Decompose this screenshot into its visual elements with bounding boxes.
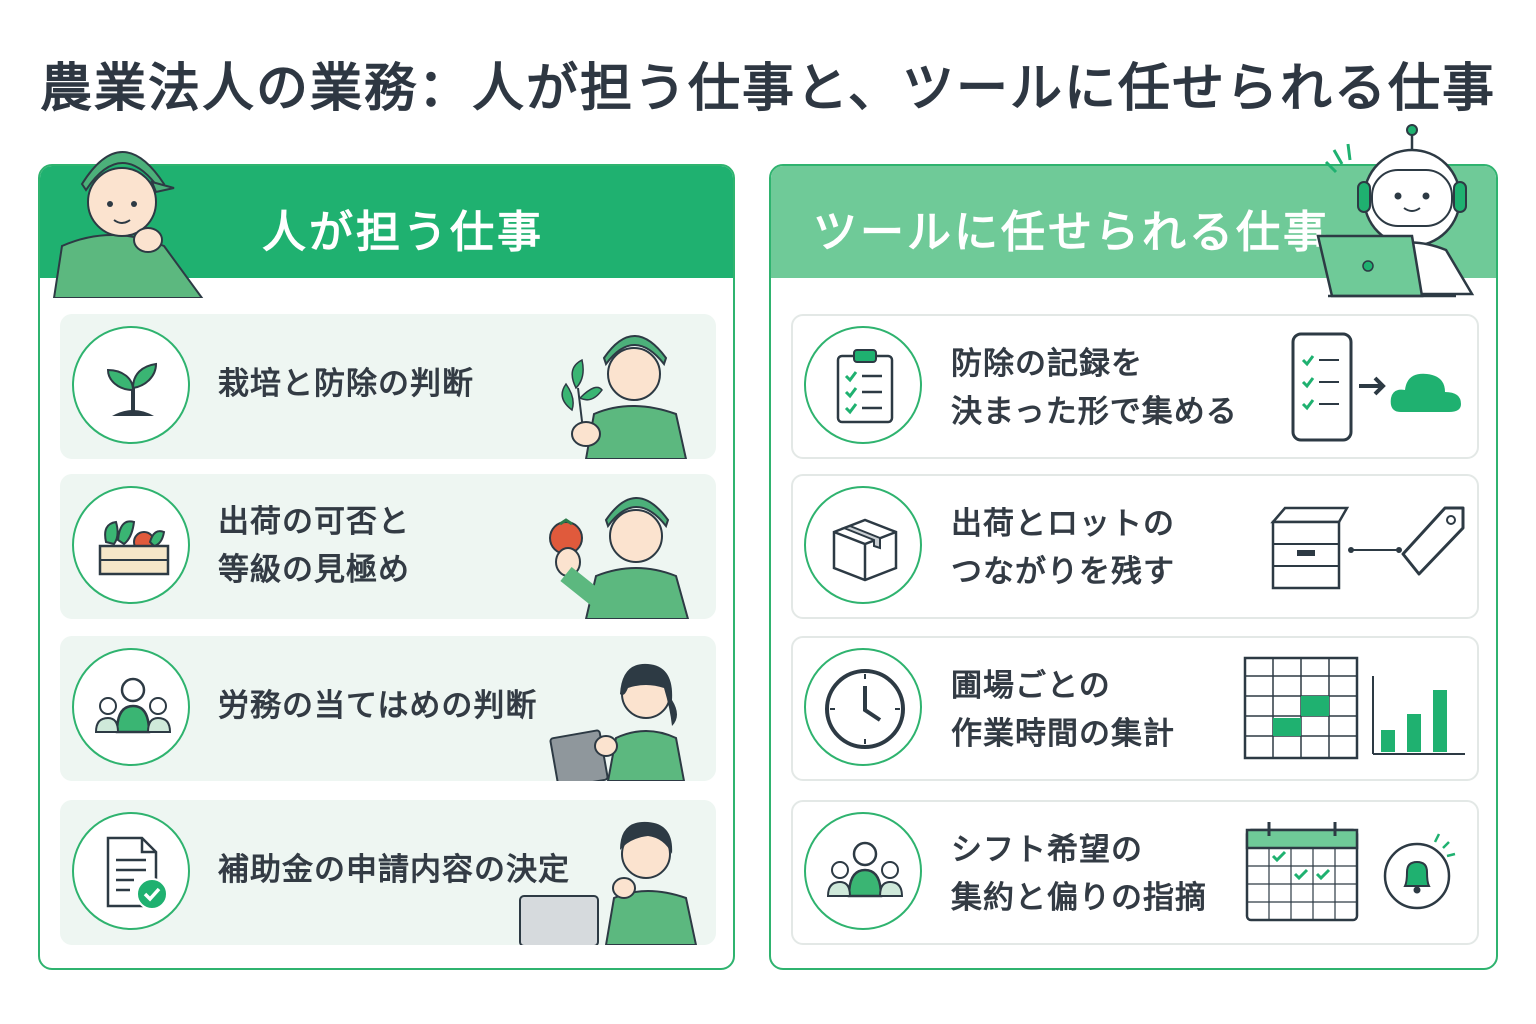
tool-task-2-line-2: つながりを残す: [951, 554, 1175, 590]
worker-with-laptop-illustration: [519, 821, 698, 945]
seedling-icon: [72, 326, 190, 444]
phone-to-cloud-illustration: [1291, 332, 1461, 442]
farmer-with-plant-illustration: [561, 335, 688, 459]
human-task-1-line-1: 栽培と防除の判断: [218, 366, 474, 402]
tool-tasks-panel: ツールに任せられる仕事 防除の記録を 決まった形で集める 出荷とロットの つなが…: [769, 164, 1498, 970]
tool-task-card-4: シフト希望の 集約と偏りの指摘: [791, 800, 1479, 945]
people-group-icon: [804, 812, 922, 930]
tool-panel-heading: ツールに任せられる仕事: [813, 207, 1330, 258]
robot-with-laptop-illustration: [1316, 124, 1475, 298]
cardboard-box-icon: [804, 486, 922, 604]
tool-task-3-line-1: 圃場ごとの: [951, 668, 1111, 704]
tool-task-card-3: 圃場ごとの 作業時間の集計: [791, 636, 1479, 781]
human-panel-heading: 人が担う仕事: [262, 207, 544, 258]
human-task-card-3: 労務の当てはめの判断: [60, 636, 716, 781]
vegetable-crate-icon: [72, 486, 190, 604]
farmer-with-tomato-illustration: [549, 497, 690, 619]
human-task-2-line-2: 等級の見極め: [218, 552, 410, 588]
tool-task-2-line-1: 出荷とロットの: [951, 506, 1175, 542]
crate-to-tag-illustration: [1270, 506, 1465, 590]
human-task-3-line-1: 労務の当てはめの判断: [218, 688, 538, 724]
human-task-2-line-1: 出荷の可否と: [218, 504, 410, 540]
tool-task-3-line-2: 作業時間の集計: [951, 716, 1175, 752]
clock-icon: [804, 648, 922, 766]
human-task-4-line-1: 補助金の申請内容の決定: [218, 852, 570, 888]
worker-with-clipboard-illustration: [549, 663, 686, 781]
tool-task-1-line-1: 防除の記録を: [951, 346, 1143, 382]
tool-task-4-line-2: 集約と偏りの指摘: [951, 880, 1207, 916]
tool-task-1-line-2: 決まった形で集める: [951, 394, 1238, 430]
document-check-icon: [72, 812, 190, 930]
people-group-icon: [72, 648, 190, 766]
tool-task-4-line-1: シフト希望の: [951, 832, 1143, 868]
clipboard-checklist-icon: [804, 326, 922, 444]
tool-task-card-2: 出荷とロットの つながりを残す: [791, 474, 1479, 619]
human-task-card-2: 出荷の可否と 等級の見極め: [60, 474, 716, 619]
human-task-card-1: 栽培と防除の判断: [60, 314, 716, 459]
human-task-card-4: 補助金の申請内容の決定: [60, 800, 716, 945]
tool-task-card-1: 防除の記録を 決まった形で集める: [791, 314, 1479, 459]
farmer-thinking-illustration: [52, 151, 204, 298]
calendar-and-bell-illustration: [1245, 822, 1456, 922]
page-title: 農業法人の業務：人が担う仕事と、ツールに任せられる仕事: [40, 59, 1496, 119]
timesheet-and-bar-chart-illustration: [1243, 656, 1465, 760]
